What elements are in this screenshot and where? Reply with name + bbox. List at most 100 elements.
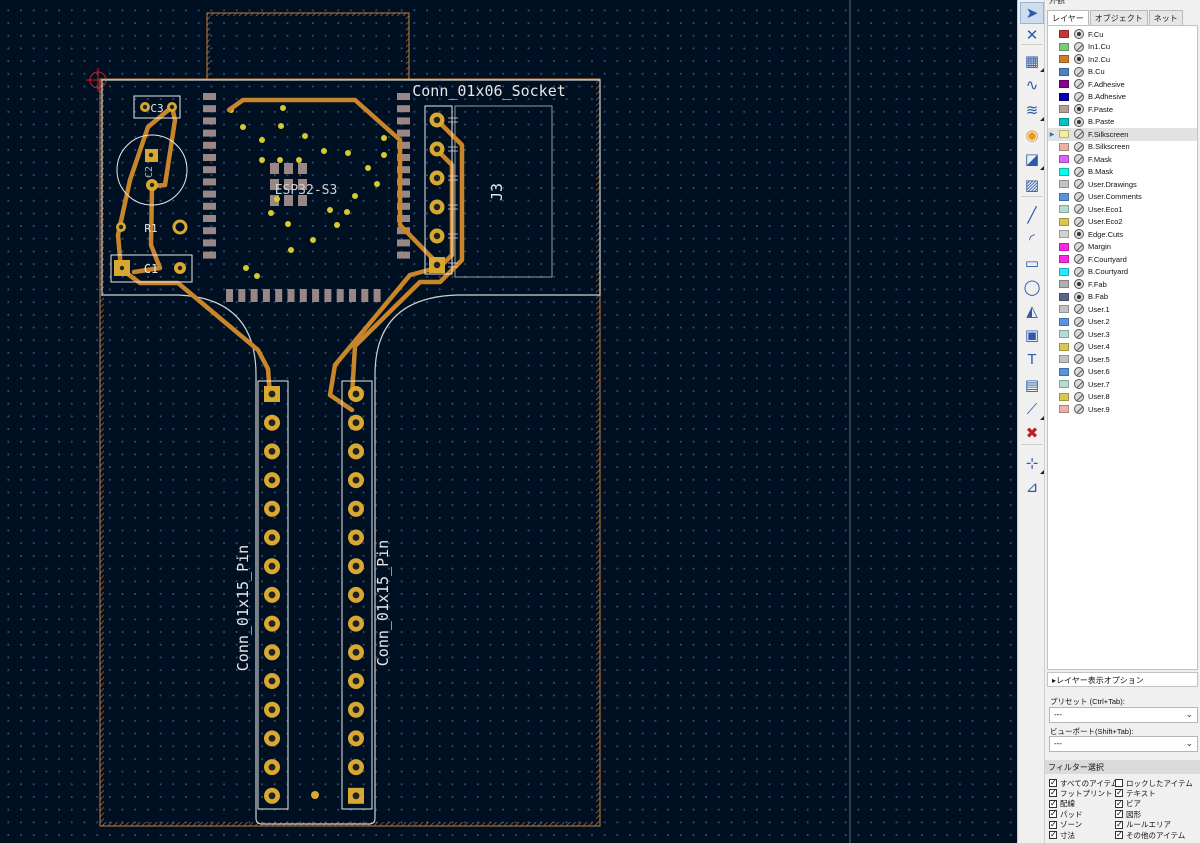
esp32-module[interactable] (203, 93, 410, 302)
layer-color-swatch[interactable] (1059, 167, 1069, 176)
layer-row-in2-cu[interactable]: In2.Cu (1048, 53, 1197, 66)
layer-row-b-adhesive[interactable]: B.Adhesive (1048, 91, 1197, 104)
image-tool[interactable]: ▣ (1020, 324, 1044, 346)
layer-color-swatch[interactable] (1059, 405, 1069, 414)
layer-color-swatch[interactable] (1059, 192, 1069, 201)
filter-checkbox[interactable]: ✓ (1115, 819, 1123, 829)
layer-row-user-4[interactable]: User.4 (1048, 341, 1197, 354)
eye-hidden-icon[interactable] (1074, 254, 1084, 265)
eye-hidden-icon[interactable] (1074, 179, 1084, 190)
eye-hidden-icon[interactable] (1074, 216, 1084, 227)
preset-select[interactable]: ---⌄ (1049, 707, 1198, 723)
eye-hidden-icon[interactable] (1074, 266, 1084, 277)
layer-color-swatch[interactable] (1059, 142, 1069, 151)
eye-hidden-icon[interactable] (1074, 166, 1084, 177)
layer-color-swatch[interactable] (1059, 317, 1069, 326)
via[interactable] (311, 791, 319, 799)
local-ratsnest-tool[interactable]: ✕ (1020, 24, 1044, 46)
filter-item[interactable]: ✓ビア (1115, 799, 1141, 809)
layer-color-swatch[interactable] (1059, 305, 1069, 314)
filter-item[interactable]: ✓フットプリント (1049, 788, 1113, 798)
eye-hidden-icon[interactable] (1074, 66, 1084, 77)
layer-row-user-5[interactable]: User.5 (1048, 353, 1197, 366)
pcb-canvas[interactable]: J3 ESP32-S3 C3 C2 R1 (0, 0, 1017, 843)
filter-checkbox[interactable] (1115, 779, 1123, 787)
layer-color-swatch[interactable] (1059, 267, 1069, 276)
filter-checkbox[interactable]: ✓ (1049, 809, 1057, 819)
layer-row-f-cu[interactable]: F.Cu (1048, 28, 1197, 41)
rule-area-tool[interactable]: ▨ (1020, 174, 1044, 196)
eye-hidden-icon[interactable] (1074, 41, 1084, 52)
layer-color-swatch[interactable] (1059, 205, 1069, 214)
eye-hidden-icon[interactable] (1074, 204, 1084, 215)
filter-checkbox[interactable]: ✓ (1115, 788, 1123, 798)
layer-color-swatch[interactable] (1059, 392, 1069, 401)
layer-row-b-paste[interactable]: B.Paste (1048, 116, 1197, 129)
layer-row-b-courtyard[interactable]: B.Courtyard (1048, 266, 1197, 279)
eye-hidden-icon[interactable] (1074, 404, 1084, 415)
filter-checkbox[interactable]: ✓ (1049, 830, 1057, 839)
filter-item[interactable]: ✓すべてのアイテム (1049, 778, 1118, 788)
eye-hidden-icon[interactable] (1074, 79, 1084, 90)
filter-item[interactable]: ✓配線 (1049, 799, 1075, 809)
eye-icon[interactable] (1074, 116, 1084, 127)
header-right-pins[interactable] (348, 386, 364, 804)
rectangle-tool[interactable]: ▭ (1020, 252, 1044, 274)
layer-row-user-1[interactable]: User.1 (1048, 303, 1197, 316)
dimension-tool[interactable]: ⟋ (1020, 398, 1044, 420)
eye-icon[interactable] (1074, 104, 1084, 115)
eye-hidden-icon[interactable] (1074, 304, 1084, 315)
layer-color-swatch[interactable] (1059, 355, 1069, 364)
socket-pins[interactable] (429, 112, 458, 274)
eye-hidden-icon[interactable] (1074, 154, 1084, 165)
filter-item[interactable]: ✓その他のアイテム (1115, 830, 1185, 840)
layer-color-swatch[interactable] (1059, 42, 1069, 51)
layer-color-swatch[interactable] (1059, 92, 1069, 101)
footprint-tool[interactable]: ▦ (1020, 50, 1044, 72)
filter-checkbox[interactable]: ✓ (1049, 788, 1057, 798)
eye-hidden-icon[interactable] (1074, 141, 1084, 152)
eye-hidden-icon[interactable] (1074, 366, 1084, 377)
origin-tool[interactable]: ⊹ (1020, 452, 1044, 474)
layer-color-swatch[interactable] (1059, 217, 1069, 226)
layer-color-swatch[interactable] (1059, 30, 1069, 39)
eye-hidden-icon[interactable] (1074, 191, 1084, 202)
layer-row-user-comments[interactable]: User.Comments (1048, 191, 1197, 204)
text-tool[interactable]: T (1020, 348, 1044, 370)
textbox-tool[interactable]: ▤ (1020, 374, 1044, 396)
eye-icon[interactable] (1074, 229, 1084, 240)
layer-row-b-mask[interactable]: B.Mask (1048, 166, 1197, 179)
filter-checkbox[interactable]: ✓ (1049, 778, 1057, 787)
eye-hidden-icon[interactable] (1074, 341, 1084, 352)
layer-row-user-drawings[interactable]: User.Drawings (1048, 178, 1197, 191)
layer-row-f-courtyard[interactable]: F.Courtyard (1048, 253, 1197, 266)
layer-row-edge-cuts[interactable]: Edge.Cuts (1048, 228, 1197, 241)
layer-color-swatch[interactable] (1059, 342, 1069, 351)
layer-row-b-silkscreen[interactable]: B.Silkscreen (1048, 141, 1197, 154)
layer-row-user-eco1[interactable]: User.Eco1 (1048, 203, 1197, 216)
viewport-select[interactable]: ---⌄ (1049, 736, 1198, 752)
filter-item[interactable]: ✓テキスト (1115, 788, 1156, 798)
layer-color-swatch[interactable] (1059, 280, 1069, 289)
eye-hidden-icon[interactable] (1074, 91, 1084, 102)
eye-hidden-icon[interactable] (1074, 379, 1084, 390)
layer-row-user-9[interactable]: User.9 (1048, 403, 1197, 416)
arc-tool[interactable]: ◜ (1020, 228, 1044, 250)
tab-nets[interactable]: ネット (1148, 10, 1183, 25)
eye-icon[interactable] (1074, 279, 1084, 290)
filter-checkbox[interactable]: ✓ (1115, 798, 1123, 808)
layer-color-swatch[interactable] (1059, 67, 1069, 76)
filter-item[interactable]: ✓ルールエリア (1115, 820, 1171, 830)
tab-objects[interactable]: オブジェクト (1089, 10, 1148, 25)
layer-row-f-silkscreen[interactable]: ▶F.Silkscreen (1048, 128, 1197, 141)
layer-display-options[interactable]: ▸レイヤー表示オプション (1047, 672, 1198, 687)
layer-row-f-paste[interactable]: F.Paste (1048, 103, 1197, 116)
layer-row-b-fab[interactable]: B.Fab (1048, 291, 1197, 304)
line-tool[interactable]: ╱ (1020, 204, 1044, 226)
c1-footprint[interactable]: C1 (110, 254, 193, 283)
eye-hidden-icon[interactable] (1074, 241, 1084, 252)
layer-color-swatch[interactable] (1059, 117, 1069, 126)
route-track-tool[interactable]: ∿ (1020, 74, 1044, 96)
tune-length-tool[interactable]: ≋ (1020, 99, 1044, 121)
